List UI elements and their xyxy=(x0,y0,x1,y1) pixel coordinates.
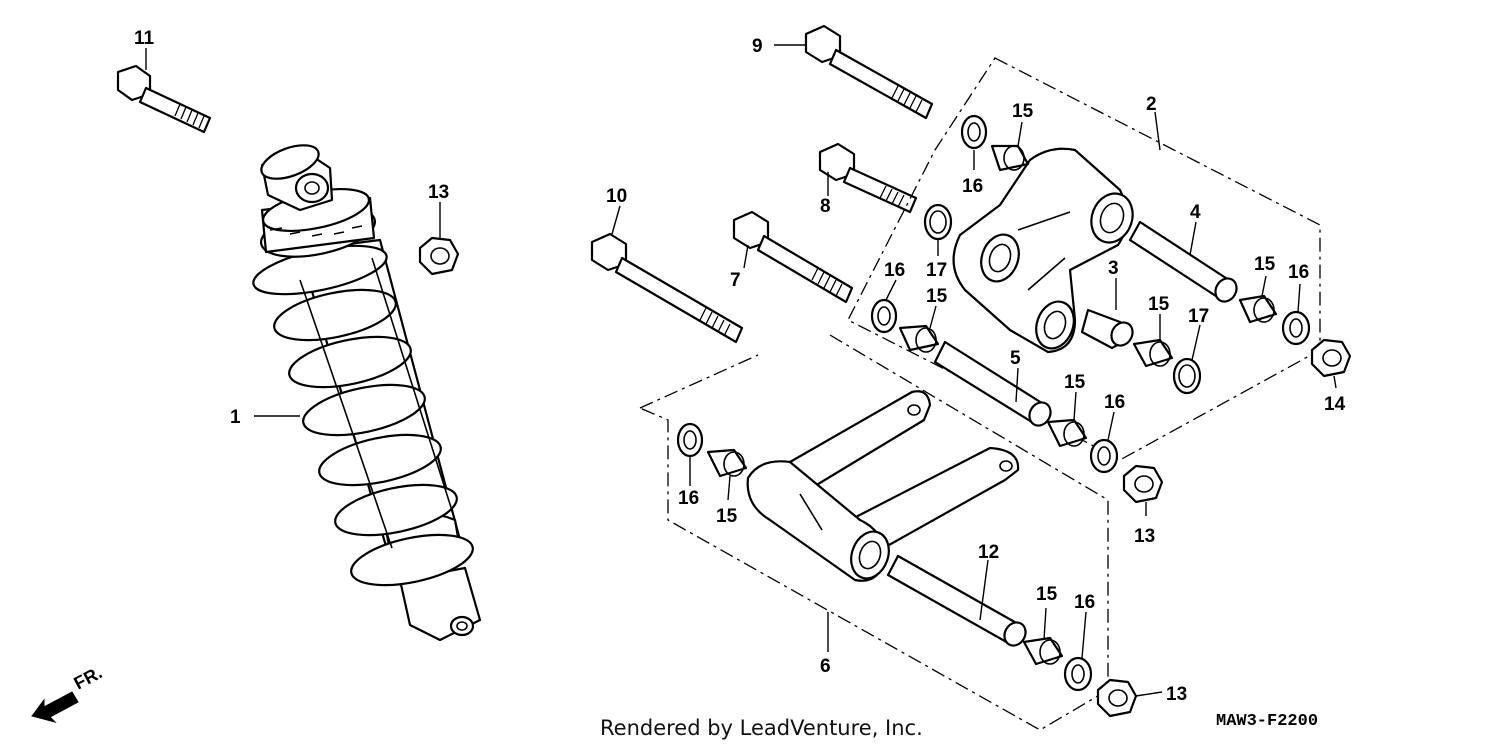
bearing-15-f[interactable] xyxy=(706,448,748,478)
callout-15-a: 15 xyxy=(1012,101,1034,122)
callout-1: 1 xyxy=(230,407,241,428)
callout-15-e: 15 xyxy=(1064,372,1086,393)
callout-5: 5 xyxy=(1010,348,1021,369)
callout-3: 3 xyxy=(1108,258,1119,279)
collar-5[interactable] xyxy=(933,340,1055,429)
dust-seal-16-d[interactable] xyxy=(1089,438,1119,474)
nut-13-middle[interactable] xyxy=(1122,464,1164,504)
bolt-10[interactable] xyxy=(732,210,854,304)
bearing-15-g[interactable] xyxy=(1022,636,1064,666)
callout-12: 11 xyxy=(134,28,155,49)
callout-15-g: 15 xyxy=(1036,584,1058,605)
rendered-by-footer: Rendered by LeadVenture, Inc. xyxy=(600,716,923,740)
washer-17-a[interactable] xyxy=(923,203,953,241)
bearing-15-c[interactable] xyxy=(1238,294,1278,324)
bearing-15-a[interactable] xyxy=(990,144,1030,172)
shock-absorber[interactable] xyxy=(249,139,482,642)
leader-lines xyxy=(145,44,1337,697)
callout-15-f: 15 xyxy=(716,506,738,527)
callout-17-b: 17 xyxy=(1188,306,1209,327)
bolt-12[interactable] xyxy=(116,64,212,134)
callout-17-a: 17 xyxy=(926,260,947,281)
callout-14: 14 xyxy=(1324,394,1346,415)
callout-numbers: 11 1 13 9 2 15 16 8 4 17 10 7 16 15 3 15… xyxy=(134,28,1346,705)
nut-14[interactable] xyxy=(1310,338,1352,378)
bearing-15-e[interactable] xyxy=(1046,418,1088,448)
callout-16-f: 16 xyxy=(1074,592,1095,613)
callout-8: 8 xyxy=(820,196,831,217)
front-arrow-icon xyxy=(31,691,79,723)
callout-16-a: 16 xyxy=(962,176,983,197)
callout-6: 6 xyxy=(820,656,831,677)
callout-13-upper: 13 xyxy=(428,182,449,203)
callout-15-b: 15 xyxy=(926,286,948,307)
nut-13-lower[interactable] xyxy=(1096,678,1138,718)
front-label: FR. xyxy=(70,662,105,693)
callout-11: 10 xyxy=(606,186,627,207)
callout-7: 12 xyxy=(978,542,999,563)
bolt-11[interactable] xyxy=(590,232,744,344)
callout-10: 7 xyxy=(730,270,741,291)
bolt-9[interactable] xyxy=(804,24,934,120)
collar-3[interactable] xyxy=(1080,308,1137,350)
group-6-outline xyxy=(639,334,1109,731)
front-direction-indicator: FR. xyxy=(31,662,105,723)
bearing-15-d[interactable] xyxy=(1132,338,1174,368)
callout-16-c: 16 xyxy=(1288,262,1309,283)
callout-16-b: 16 xyxy=(884,260,905,281)
dust-seal-16-b[interactable] xyxy=(870,298,898,334)
collar-7[interactable] xyxy=(886,554,1030,649)
callout-2: 2 xyxy=(1146,94,1157,115)
callout-15-c: 15 xyxy=(1254,254,1276,275)
callout-16-d: 16 xyxy=(1104,392,1125,413)
callout-9: 9 xyxy=(752,36,763,57)
callout-13-lower: 13 xyxy=(1166,684,1187,705)
diagram-code: MAW3-F2200 xyxy=(1216,712,1319,731)
dust-seal-16-a[interactable] xyxy=(960,114,988,150)
callout-13-middle: 13 xyxy=(1134,526,1155,547)
callout-4: 4 xyxy=(1190,202,1201,223)
linkage-arm[interactable] xyxy=(952,147,1140,354)
washer-17-b[interactable] xyxy=(1172,357,1202,395)
callout-15-d: 15 xyxy=(1148,294,1170,315)
dust-seal-16-f[interactable] xyxy=(1063,656,1093,692)
dust-seal-16-e[interactable] xyxy=(676,422,704,458)
dust-seal-16-c[interactable] xyxy=(1281,310,1311,346)
bearing-15-b[interactable] xyxy=(898,324,940,353)
nut-13-upper[interactable] xyxy=(418,236,460,276)
collar-4[interactable] xyxy=(1128,220,1241,305)
callout-16-e: 16 xyxy=(678,488,699,509)
connecting-rod[interactable] xyxy=(746,390,1020,583)
bolt-8[interactable] xyxy=(818,142,918,214)
